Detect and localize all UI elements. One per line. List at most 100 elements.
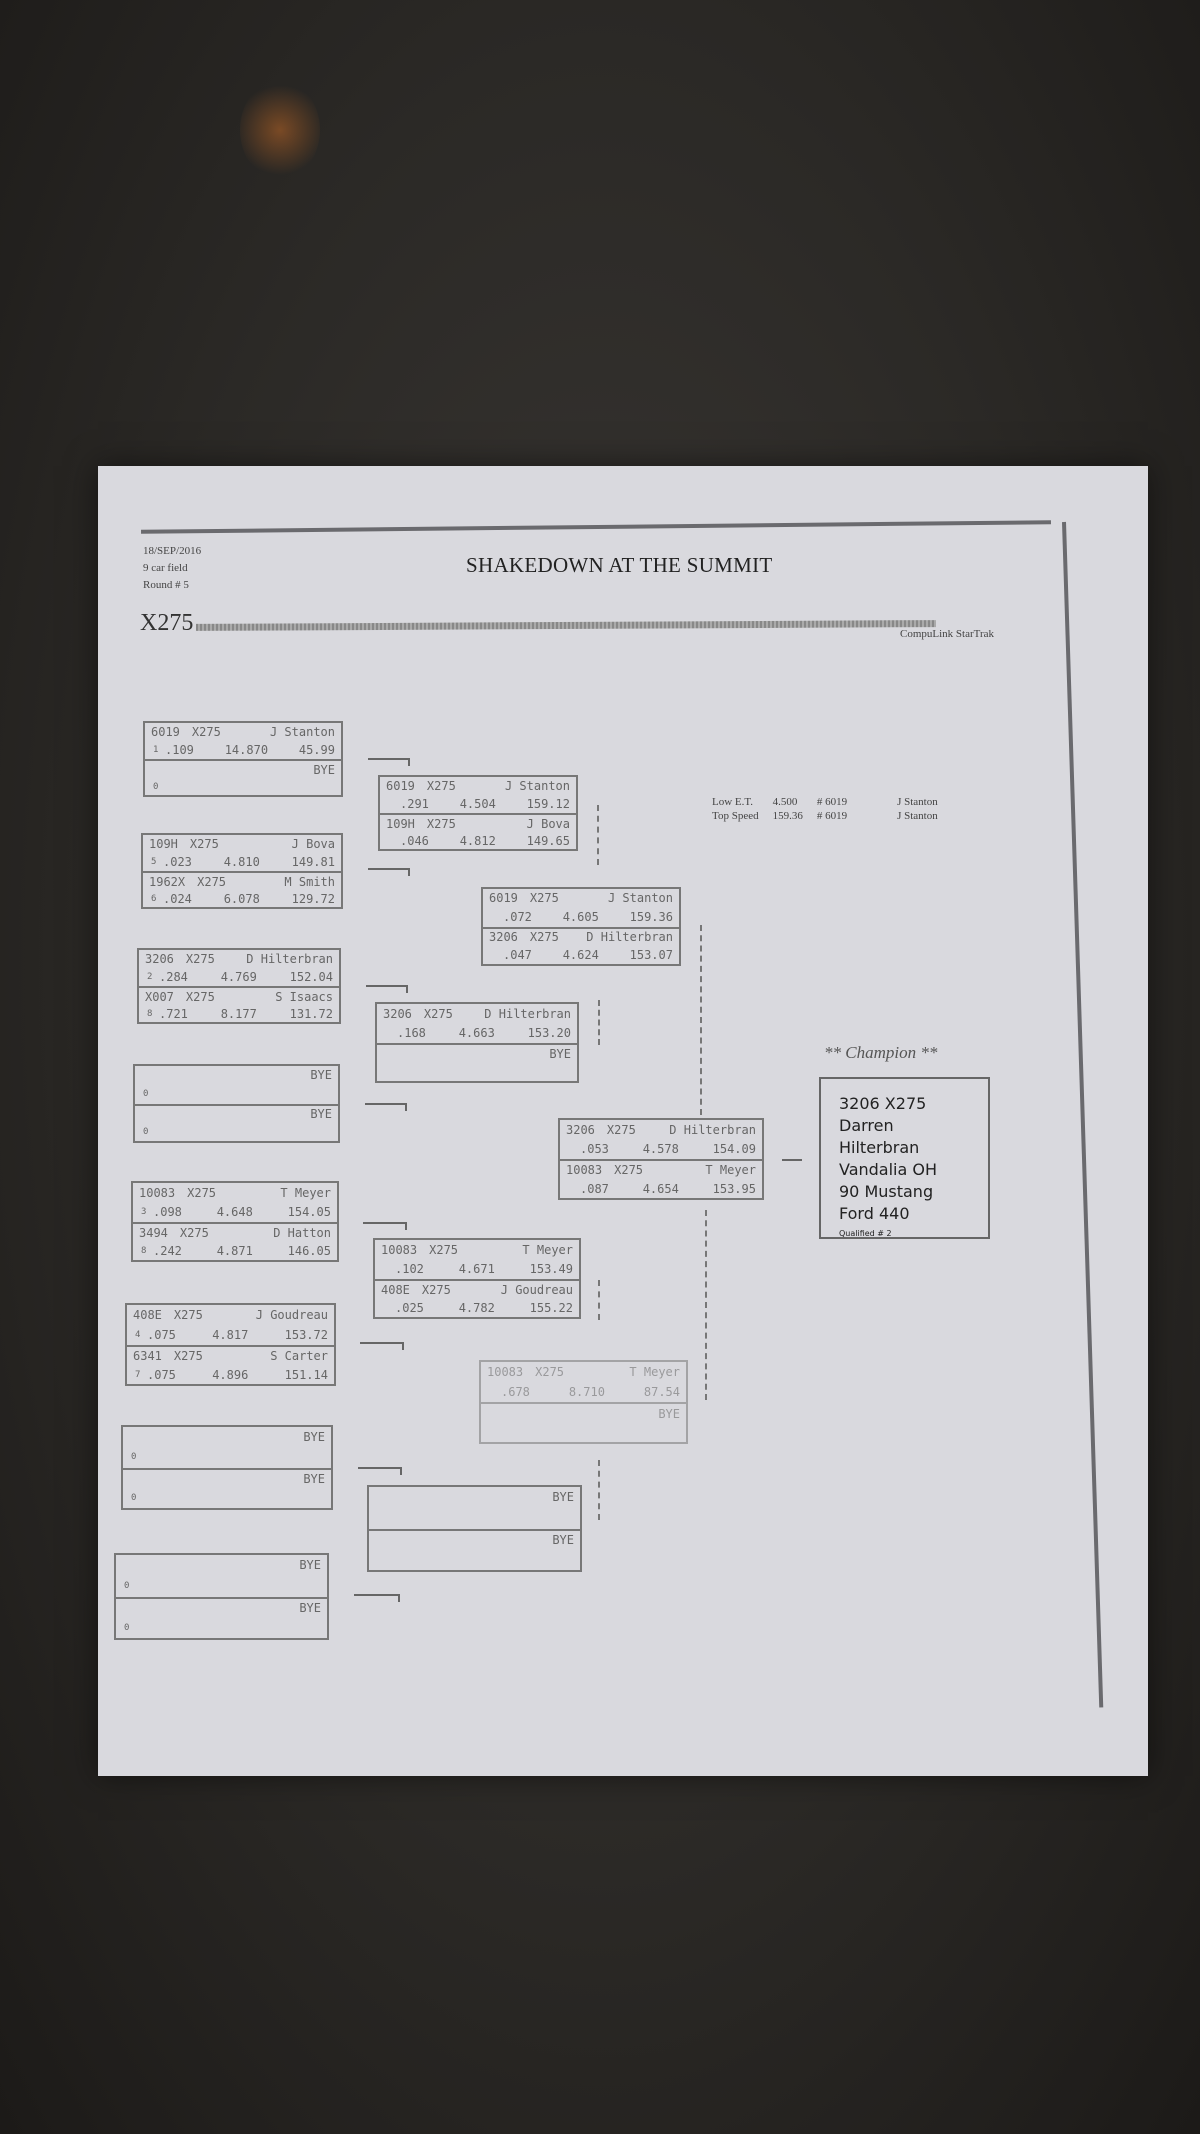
connector-line [358, 1467, 402, 1475]
lane-number: 8 [147, 1008, 153, 1019]
entry-line-1: BYE [375, 1487, 574, 1508]
car-number: 6341 [133, 1348, 162, 1363]
mph-value: 87.54 [643, 1385, 680, 1399]
driver-name: BYE [549, 1046, 571, 1061]
mph-value: 154.05 [287, 1204, 331, 1219]
entry-line-2 [375, 1550, 574, 1570]
final-connector [782, 1159, 802, 1161]
round-number: Round # 5 [143, 579, 189, 591]
mph-value: 153.49 [529, 1261, 573, 1276]
entry-line-1: BYE [487, 1404, 680, 1423]
car-class-name: X275 [173, 1307, 203, 1322]
car-number: 3494 [139, 1225, 168, 1240]
car-class [122, 1601, 134, 1615]
car-class [151, 763, 163, 777]
entry-line-2: 0 [129, 1489, 325, 1508]
entry-line-2 [375, 1508, 574, 1529]
driver-name: BYE [299, 1601, 321, 1616]
entry: BYE 0 [135, 1103, 338, 1142]
car-class [375, 1490, 387, 1504]
car-number: 10083 [566, 1163, 603, 1178]
lane-number: 2 [147, 972, 153, 982]
connector-line [365, 1103, 407, 1111]
stats-row-low-et: Low E.T. 4.500 # 6019 J Stanton [712, 795, 952, 809]
driver-name: BYE [310, 1068, 332, 1083]
driver-name: BYE [313, 762, 335, 777]
et-value: 4.671 [458, 1261, 495, 1276]
entry-line-1: BYE [383, 1045, 571, 1063]
software-name: CompuLink StarTrak [900, 628, 995, 640]
lane-number: 0 [143, 1127, 149, 1138]
dashed-connector [700, 925, 702, 1115]
lane-number: 0 [143, 1089, 149, 1100]
et-value: 4.504 [459, 797, 496, 811]
driver-name: BYE [303, 1472, 325, 1487]
connector-line [354, 1594, 400, 1602]
car-class-name: X275 [189, 837, 219, 851]
driver-name: S Isaacs [275, 989, 333, 1004]
entry-line-2 [383, 1063, 571, 1081]
entry-line-1: BYE [129, 1427, 325, 1447]
stat-value: 4.500 [772, 796, 798, 808]
car-class: 6341 X275 [133, 1349, 203, 1363]
car-class-name: X275 [173, 1348, 203, 1363]
et-value: 4.769 [220, 970, 257, 984]
champion-label: ** Champion ** [824, 1043, 938, 1062]
driver-name: BYE [299, 1558, 321, 1573]
stat-car: # 6019 [816, 810, 848, 822]
rt-value: .098 [153, 1204, 182, 1219]
field-size: 9 car field [143, 562, 188, 574]
et-value: 4.605 [562, 910, 599, 925]
driver-name: S Carter [270, 1348, 328, 1363]
car-class-name: X275 [606, 1122, 636, 1137]
rt-value: .024 [163, 891, 192, 906]
driver-name: D Hatton [273, 1225, 331, 1240]
et-value: 8.177 [220, 1006, 257, 1021]
driver-name: BYE [552, 1490, 574, 1505]
driver-name: D Hilterbran [246, 952, 333, 966]
car-class-name: X275 [423, 1006, 453, 1021]
driver-name: T Meyer [705, 1163, 756, 1178]
mph-value: 153.72 [284, 1327, 328, 1342]
champion-box: 3206 X275 Darren Hilterbran Vandalia OH … [819, 1077, 990, 1239]
entry: BYE 0 [123, 1467, 331, 1509]
driver-name: BYE [310, 1107, 332, 1122]
champion-car: 90 Mustang [839, 1182, 934, 1201]
rt-value: .087 [580, 1181, 609, 1196]
mph-value: 153.07 [629, 948, 673, 963]
car-class [122, 1558, 134, 1572]
lane-number: 8 [141, 1245, 147, 1256]
entry-line-2: 0 [151, 778, 335, 795]
driver-name: J Stanton [269, 725, 335, 739]
entry: BYE [481, 1402, 686, 1442]
